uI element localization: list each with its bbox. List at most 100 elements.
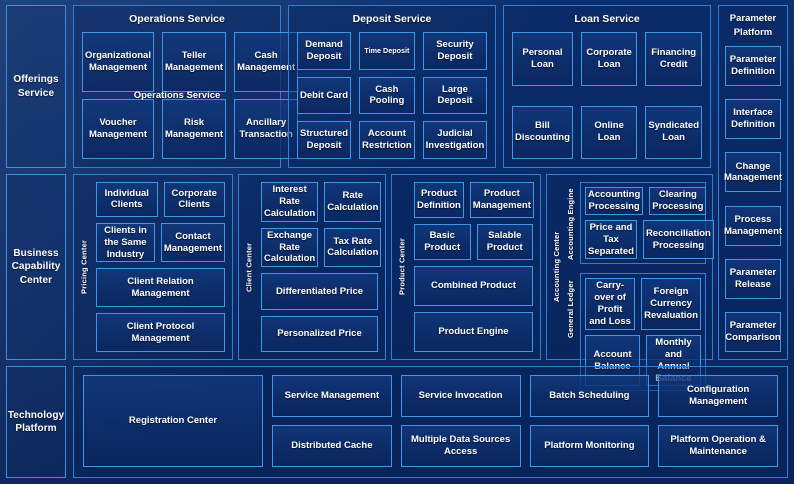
row-rates-1: Interest Rate Calculation Rate Calculati…: [261, 182, 382, 222]
cell-online-loan[interactable]: Online Loan: [580, 105, 638, 159]
cell-corporate-loan[interactable]: Corporate Loan: [580, 32, 638, 86]
cell-product-engine[interactable]: Product Engine: [414, 312, 533, 352]
layer-label-offerings-service: Offerings Service: [6, 5, 66, 168]
pricing-center-body: Individual Clients Corporate Clients Cli…: [96, 182, 225, 353]
block-general-ledger: Carry-over of Profit and Loss Foreign Cu…: [580, 273, 706, 392]
cell-clearing-processing[interactable]: Clearing Processing: [649, 187, 707, 215]
cell-security-deposit[interactable]: Security Deposit: [422, 32, 488, 70]
side-label-pricing-center: Pricing Center: [79, 239, 89, 295]
panel-pricing-center[interactable]: Pricing Center Individual Clients Corpor…: [73, 174, 233, 360]
accounting-sub-labels: Accounting Engine General Ledger: [564, 182, 577, 352]
cell-syndicated-loan[interactable]: Syndicated Loan: [645, 105, 702, 159]
cell-time-deposit[interactable]: Time Deposit: [359, 32, 415, 70]
side-label-accounting-engine: Accounting Engine: [566, 188, 575, 261]
panel-product-center[interactable]: Product Center Product Definition Produc…: [391, 174, 541, 360]
cell-foreign-currency-revaluation[interactable]: Foreign Currency Revaluation: [641, 278, 701, 330]
cell-demand-deposit[interactable]: Demand Deposit: [297, 32, 352, 70]
cell-service-invocation[interactable]: Service Invocation: [400, 375, 521, 417]
cell-salable-product[interactable]: Salable Product: [476, 224, 533, 260]
row-clients-1: Individual Clients Corporate Clients: [96, 182, 225, 217]
cell-distributed-cache[interactable]: Distributed Cache: [272, 425, 392, 467]
side-label-product-center: Product Center: [397, 238, 407, 296]
cell-change-management[interactable]: Change Management: [724, 152, 782, 193]
tech-column-4: Configuration Management Platform Operat…: [658, 375, 778, 467]
cell-client-relation-management[interactable]: Client Relation Management: [96, 268, 225, 308]
cell-account-restriction[interactable]: Account Restriction: [359, 121, 415, 159]
tech-column-3: Batch Scheduling Platform Monitoring: [529, 375, 650, 467]
cell-bill-discounting[interactable]: Bill Discounting: [512, 105, 573, 159]
accounting-center-body: Accounting Processing Clearing Processin…: [580, 182, 714, 392]
cell-organizational-management[interactable]: Organizational Management: [82, 32, 154, 92]
group-title-deposit-service: Deposit Service: [352, 13, 432, 25]
layer-technology-platform: Technology Platform Registration Center …: [0, 366, 794, 478]
cell-personal-loan[interactable]: Personal Loan: [512, 32, 573, 86]
cell-cash-pooling[interactable]: Cash Pooling: [359, 76, 415, 115]
cell-personalized-price[interactable]: Personalized Price: [261, 315, 378, 352]
tech-column-1: Service Management Distributed Cache: [272, 375, 392, 467]
cell-teller-management[interactable]: Teller Management: [161, 32, 227, 92]
cell-product-management[interactable]: Product Management: [469, 182, 534, 218]
group-title-operations-service: Operations Service: [129, 13, 225, 25]
cell-risk-management[interactable]: Risk Management: [161, 99, 227, 159]
cell-process-management[interactable]: Process Management: [724, 205, 782, 246]
cell-client-protocol-management[interactable]: Client Protocol Management: [96, 313, 225, 353]
cell-accounting-processing[interactable]: Accounting Processing: [585, 187, 644, 215]
cell-price-and-tax-separated[interactable]: Price and Tax Separated: [585, 219, 637, 260]
technology-platform-body: Registration Center Service Management D…: [83, 375, 778, 467]
panel-client-center[interactable]: Client Center Interest Rate Calculation …: [238, 174, 386, 360]
group-deposit-service[interactable]: Deposit Service Demand Deposit Time Depo…: [288, 5, 496, 168]
group-technology-platform[interactable]: Registration Center Service Management D…: [73, 366, 788, 478]
cell-individual-clients[interactable]: Individual Clients: [96, 182, 158, 217]
block-accounting-engine: Accounting Processing Clearing Processin…: [580, 182, 714, 265]
cell-differentiated-price[interactable]: Differentiated Price: [261, 273, 378, 310]
cell-corporate-clients[interactable]: Corporate Clients: [163, 182, 225, 217]
group-loan-service[interactable]: Loan Service Personal Loan Corporate Loa…: [503, 5, 711, 168]
row-ledger-1: Carry-over of Profit and Loss Foreign Cu…: [585, 278, 701, 330]
cell-configuration-management[interactable]: Configuration Management: [658, 375, 778, 417]
tech-column-2: Service Invocation Multiple Data Sources…: [400, 375, 521, 467]
group-operations-service[interactable]: Operations Service Organizational Manage…: [73, 5, 299, 168]
cell-parameter-definition[interactable]: Parameter Definition: [725, 46, 781, 86]
side-label-accounting-center: Accounting Center: [552, 231, 561, 303]
side-label-general-ledger: General Ledger: [566, 280, 575, 339]
cell-multiple-data-sources-access[interactable]: Multiple Data Sources Access: [400, 425, 521, 467]
operations-service-grid: Organizational Management Teller Managem…: [82, 32, 299, 159]
cell-reconciliation-processing[interactable]: Reconciliation Processing: [642, 219, 714, 260]
cell-carry-over-of-profit-and-loss[interactable]: Carry-over of Profit and Loss: [585, 278, 636, 330]
layer-business-capability-center: Business Capability Center Pricing Cente…: [0, 174, 794, 392]
cell-interest-rate-calculation[interactable]: Interest Rate Calculation: [261, 182, 319, 222]
row-product-1: Product Definition Product Management: [414, 182, 534, 218]
cell-basic-product[interactable]: Basic Product: [414, 224, 471, 260]
cell-ancillary-transaction[interactable]: Ancillary Transaction: [234, 99, 299, 159]
cell-platform-monitoring[interactable]: Platform Monitoring: [529, 425, 650, 467]
cell-interface-definition[interactable]: Interface Definition: [725, 99, 781, 140]
cell-structured-deposit[interactable]: Structured Deposit: [297, 121, 352, 159]
parameter-platform-list: Parameter Definition Interface Definitio…: [724, 46, 782, 352]
cell-parameter-comparison[interactable]: Parameter Comparison: [725, 311, 781, 352]
cell-clients-in-the-same-industry[interactable]: Clients in the Same Industry: [96, 222, 155, 263]
cell-financing-credit[interactable]: Financing Credit: [645, 32, 702, 86]
panel-accounting-center[interactable]: Accounting Center Accounting Engine Gene…: [546, 174, 714, 392]
cell-exchange-rate-calculation[interactable]: Exchange Rate Calculation: [261, 227, 319, 268]
cell-parameter-release[interactable]: Parameter Release: [725, 258, 781, 299]
cell-voucher-management[interactable]: Voucher Management: [82, 99, 154, 159]
cell-debit-card[interactable]: Debit Card: [297, 76, 352, 115]
cell-registration-center[interactable]: Registration Center: [83, 375, 263, 467]
cell-service-management[interactable]: Service Management: [272, 375, 392, 417]
row-clients-2: Clients in the Same Industry Contact Man…: [96, 222, 225, 263]
deposit-service-grid: Demand Deposit Time Deposit Security Dep…: [297, 32, 488, 159]
cell-product-definition[interactable]: Product Definition: [414, 182, 464, 218]
cell-contact-management[interactable]: Contact Management: [160, 222, 225, 263]
cell-rate-calculation[interactable]: Rate Calculation: [324, 182, 382, 222]
client-center-body: Interest Rate Calculation Rate Calculati…: [261, 182, 382, 352]
cell-batch-scheduling[interactable]: Batch Scheduling: [529, 375, 650, 417]
cell-judicial-investigation[interactable]: Judicial Investigation: [422, 121, 488, 159]
cell-combined-product[interactable]: Combined Product: [414, 266, 533, 306]
cell-tax-rate-calculation[interactable]: Tax Rate Calculation: [324, 227, 382, 268]
group-parameter-platform[interactable]: Parameter Platform Parameter Definition …: [718, 5, 788, 360]
row-rates-2: Exchange Rate Calculation Tax Rate Calcu…: [261, 227, 382, 268]
cell-platform-operation-and-maintenance[interactable]: Platform Operation & Maintenance: [658, 425, 778, 467]
row-engine-2: Price and Tax Separated Reconciliation P…: [585, 219, 714, 260]
cell-large-deposit[interactable]: Large Deposit: [422, 76, 488, 115]
